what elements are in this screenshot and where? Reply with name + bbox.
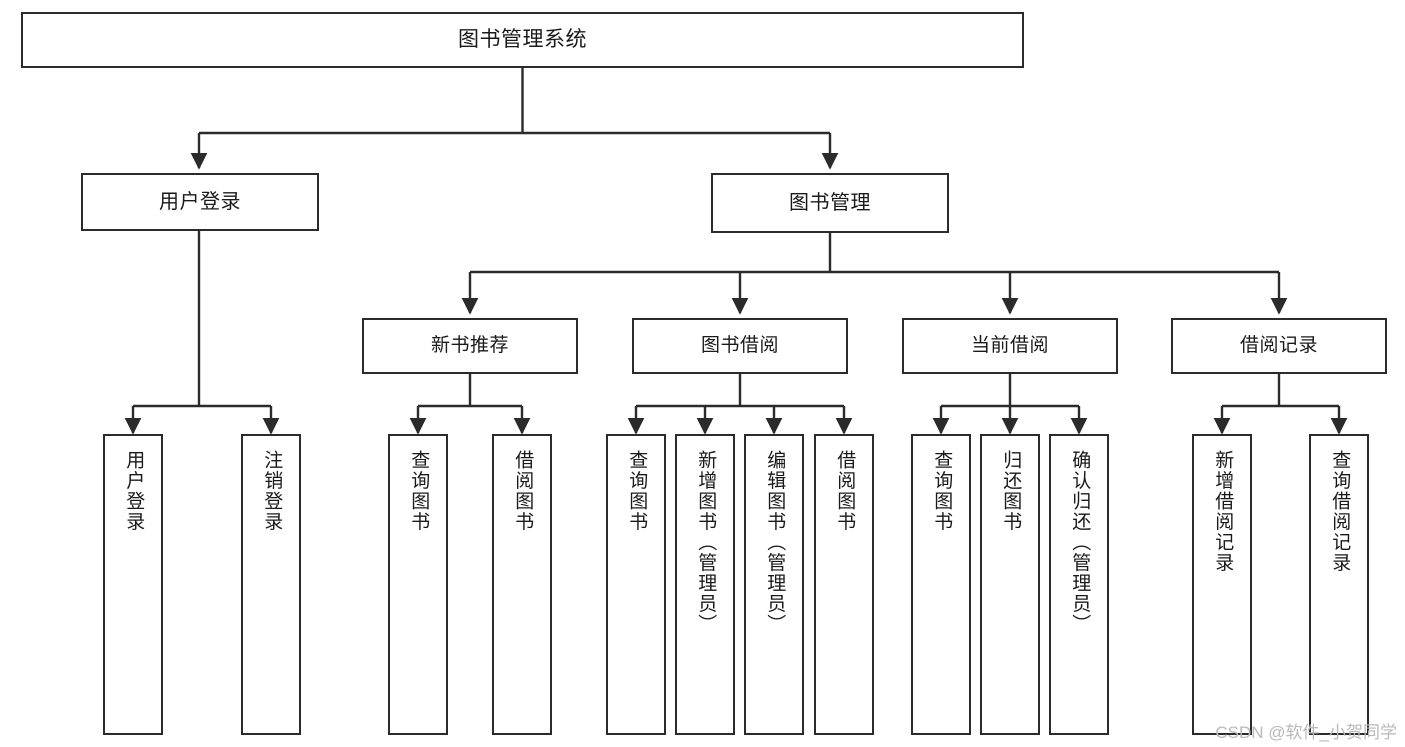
node-user-login[interactable]: 用户登录 — [81, 173, 319, 231]
node-label: 借阅记录 — [1239, 334, 1318, 356]
node-label: 查询图书 — [626, 450, 648, 532]
node-label: 归还图书 — [1000, 450, 1022, 532]
node-borrow-record[interactable]: 借阅记录 — [1171, 318, 1387, 374]
leaf-edit-book-admin[interactable]: 编辑图书（管理员） — [744, 434, 804, 735]
leaf-borrow-book[interactable]: 借阅图书 — [814, 434, 874, 735]
leaf-query-borrow-record[interactable]: 查询借阅记录 — [1309, 434, 1369, 735]
node-label: 注销登录 — [261, 450, 283, 532]
leaf-borrow-book-recommend[interactable]: 借阅图书 — [492, 434, 552, 735]
node-current-borrow[interactable]: 当前借阅 — [902, 318, 1118, 374]
node-label: 用户登录 — [159, 191, 241, 213]
node-label: 查询借阅记录 — [1329, 450, 1351, 573]
node-label: 查询图书 — [931, 450, 953, 532]
node-label: 查询图书 — [408, 450, 430, 532]
leaf-add-book-admin[interactable]: 新增图书（管理员） — [675, 434, 735, 735]
watermark: CSDN @软件_小贺同学 — [1215, 723, 1397, 742]
node-label: 新增借阅记录 — [1212, 450, 1234, 573]
node-book-borrow[interactable]: 图书借阅 — [632, 318, 848, 374]
leaf-query-book-recommend[interactable]: 查询图书 — [388, 434, 448, 735]
leaf-return-book[interactable]: 归还图书 — [980, 434, 1040, 735]
node-new-book-recommend[interactable]: 新书推荐 — [362, 318, 578, 374]
node-book-management[interactable]: 图书管理 — [711, 173, 949, 233]
node-label: 图书管理 — [789, 192, 871, 214]
leaf-add-borrow-record[interactable]: 新增借阅记录 — [1192, 434, 1252, 735]
node-label: 编辑图书（管理员） — [764, 450, 786, 635]
node-label: 新书推荐 — [430, 334, 509, 356]
leaf-logout-login[interactable]: 注销登录 — [241, 434, 301, 735]
node-label: 用户登录 — [123, 450, 145, 532]
node-label: 图书管理系统 — [458, 28, 587, 52]
node-root-book-management-system[interactable]: 图书管理系统 — [21, 12, 1024, 68]
node-label: 新增图书（管理员） — [695, 450, 717, 635]
leaf-query-book-borrow[interactable]: 查询图书 — [606, 434, 666, 735]
leaf-query-book-current[interactable]: 查询图书 — [911, 434, 971, 735]
node-label: 确认归还（管理员） — [1069, 450, 1091, 635]
node-label: 借阅图书 — [512, 450, 534, 532]
node-label: 图书借阅 — [700, 334, 779, 356]
node-label: 当前借阅 — [970, 334, 1049, 356]
leaf-confirm-return-admin[interactable]: 确认归还（管理员） — [1049, 434, 1109, 735]
node-label: 借阅图书 — [834, 450, 856, 532]
leaf-user-login[interactable]: 用户登录 — [103, 434, 163, 735]
